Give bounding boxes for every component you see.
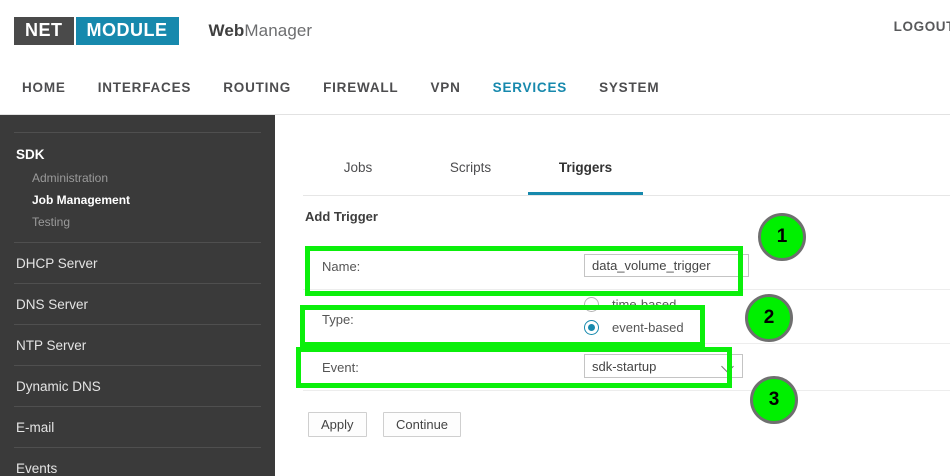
tab-triggers[interactable]: Triggers (528, 160, 643, 195)
nav-item-firewall[interactable]: FIREWALL (323, 80, 399, 95)
form-row-event: Event: sdk-startup (303, 344, 950, 391)
sidebar: SDK Administration Job Management Testin… (0, 115, 275, 476)
sidebar-item-administration[interactable]: Administration (32, 171, 109, 185)
event-select-value: sdk-startup (592, 358, 657, 374)
sidebar-divider (14, 406, 261, 407)
logo-net-block: NET (14, 16, 74, 45)
nav-item-vpn[interactable]: VPN (430, 80, 461, 95)
brand-web: Web (208, 20, 245, 40)
tab-triggers-label: Triggers (558, 160, 613, 175)
page-header: NET MODULE WebManager LOGOUT (0, 0, 950, 61)
sidebar-item-events[interactable]: Events (16, 461, 58, 476)
form-row-name: Name: (303, 243, 950, 290)
nav-item-system[interactable]: SYSTEM (599, 80, 660, 95)
form-row-type: Type: time-based event-based (303, 290, 950, 344)
type-option-time-based[interactable]: time-based (584, 297, 676, 312)
sidebar-item-email[interactable]: E-mail (16, 420, 55, 435)
type-option-event-based[interactable]: event-based (584, 320, 684, 335)
sidebar-divider (14, 242, 261, 243)
nav-item-services[interactable]: SERVICES (492, 80, 568, 95)
brand-title: WebManager (209, 21, 313, 41)
tab-bar: Jobs Scripts Triggers (275, 160, 950, 195)
sidebar-item-testing[interactable]: Testing (32, 215, 71, 229)
continue-button[interactable]: Continue (383, 412, 462, 437)
nav-item-routing[interactable]: ROUTING (223, 80, 292, 95)
annotation-badge-2: 2 (745, 294, 793, 342)
sidebar-divider (14, 324, 261, 325)
sidebar-divider (14, 447, 261, 448)
chevron-down-icon (723, 361, 734, 372)
radio-time-based[interactable] (584, 297, 599, 312)
tab-active-underline (528, 192, 643, 195)
top-navigation: HOME INTERFACES ROUTING FIREWALL VPN SER… (0, 61, 950, 115)
name-label: Name: (322, 259, 361, 274)
sidebar-divider (14, 132, 261, 133)
nav-item-home[interactable]: HOME (22, 80, 66, 95)
type-label: Type: (322, 312, 354, 327)
trigger-name-input[interactable] (584, 254, 749, 277)
logo-module-block: MODULE (75, 16, 179, 45)
sidebar-item-dns-server[interactable]: DNS Server (16, 297, 89, 312)
tab-jobs[interactable]: Jobs (343, 160, 373, 175)
logout-link[interactable]: LOGOUT (893, 19, 950, 34)
nav-item-interfaces[interactable]: INTERFACES (97, 80, 192, 95)
sidebar-divider (14, 283, 261, 284)
tabs-bottom-rule (303, 195, 950, 196)
sidebar-item-dynamic-dns[interactable]: Dynamic DNS (16, 379, 101, 394)
sidebar-item-dhcp-server[interactable]: DHCP Server (16, 256, 98, 271)
sidebar-item-job-management[interactable]: Job Management (32, 193, 131, 207)
event-select[interactable]: sdk-startup (584, 354, 743, 378)
annotation-badge-3: 3 (750, 376, 798, 424)
annotation-badge-1: 1 (758, 213, 806, 261)
netmodule-logo: NET MODULE (14, 16, 179, 45)
sidebar-divider (14, 365, 261, 366)
radio-event-based[interactable] (584, 320, 599, 335)
page-title: Add Trigger (305, 209, 378, 224)
radio-time-based-label: time-based (612, 297, 677, 312)
main-content: Jobs Scripts Triggers Add Trigger Name: … (275, 115, 950, 476)
sidebar-item-ntp-server[interactable]: NTP Server (16, 338, 87, 353)
sidebar-group-sdk[interactable]: SDK (16, 147, 45, 162)
apply-button[interactable]: Apply (308, 412, 367, 437)
brand-manager: Manager (244, 20, 313, 40)
event-label: Event: (322, 360, 359, 375)
radio-event-based-label: event-based (612, 320, 684, 335)
tab-scripts[interactable]: Scripts (449, 160, 492, 175)
